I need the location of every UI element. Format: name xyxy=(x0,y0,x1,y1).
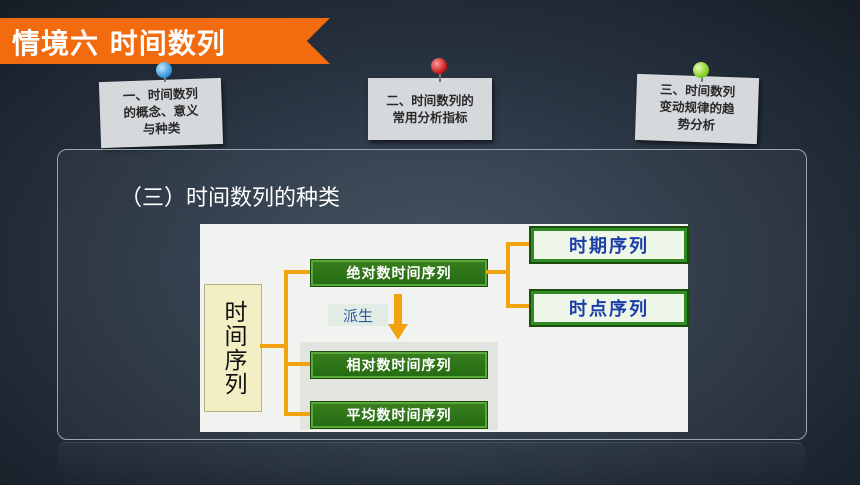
absolute-series-node: 绝对数时间序列 xyxy=(310,259,488,287)
nav-tag-label: 三、时间数列 变动规律的趋 势分析 xyxy=(659,81,736,133)
nav-tag-indicators[interactable]: 二、时间数列的 常用分析指标 xyxy=(368,78,492,140)
connector xyxy=(284,270,288,416)
nav-tag-label: 二、时间数列的 常用分析指标 xyxy=(386,93,474,125)
connector xyxy=(486,270,508,274)
down-arrow-icon xyxy=(394,294,402,324)
connector xyxy=(284,412,312,416)
nav-tag-label: 一、时间数列 的概念、意义 与种类 xyxy=(122,85,199,137)
relative-series-node: 相对数时间序列 xyxy=(310,351,488,379)
nav-tag-concepts[interactable]: 一、时间数列 的概念、意义 与种类 xyxy=(98,77,224,149)
connector xyxy=(506,304,530,308)
connector xyxy=(260,344,284,348)
point-series-node: 时点序列 xyxy=(530,290,688,326)
blue-pushpin-icon xyxy=(156,62,172,78)
root-node: 时间序列 xyxy=(204,284,262,412)
pin-stem xyxy=(439,70,441,82)
green-pushpin-icon xyxy=(693,62,709,78)
down-arrow-head-icon xyxy=(388,324,408,340)
connector xyxy=(284,270,312,274)
derive-label: 派生 xyxy=(328,304,388,326)
section-banner: 情境六 时间数列 xyxy=(0,18,330,64)
section-title: （三）时间数列的种类 xyxy=(120,186,341,211)
connector xyxy=(284,362,312,366)
connector xyxy=(506,242,510,308)
red-pushpin-icon xyxy=(431,58,447,74)
average-series-node: 平均数时间序列 xyxy=(310,401,488,429)
panel-reflection xyxy=(57,442,805,485)
banner-title: 情境六 时间数列 xyxy=(12,27,226,60)
connector xyxy=(506,242,530,246)
period-series-node: 时期序列 xyxy=(530,227,688,263)
time-series-diagram: 时间序列 绝对数时间序列 相对数时间序列 平均数时间序列 时期序列 时点序列 派… xyxy=(200,224,688,432)
nav-tag-trend[interactable]: 三、时间数列 变动规律的趋 势分析 xyxy=(634,73,760,145)
